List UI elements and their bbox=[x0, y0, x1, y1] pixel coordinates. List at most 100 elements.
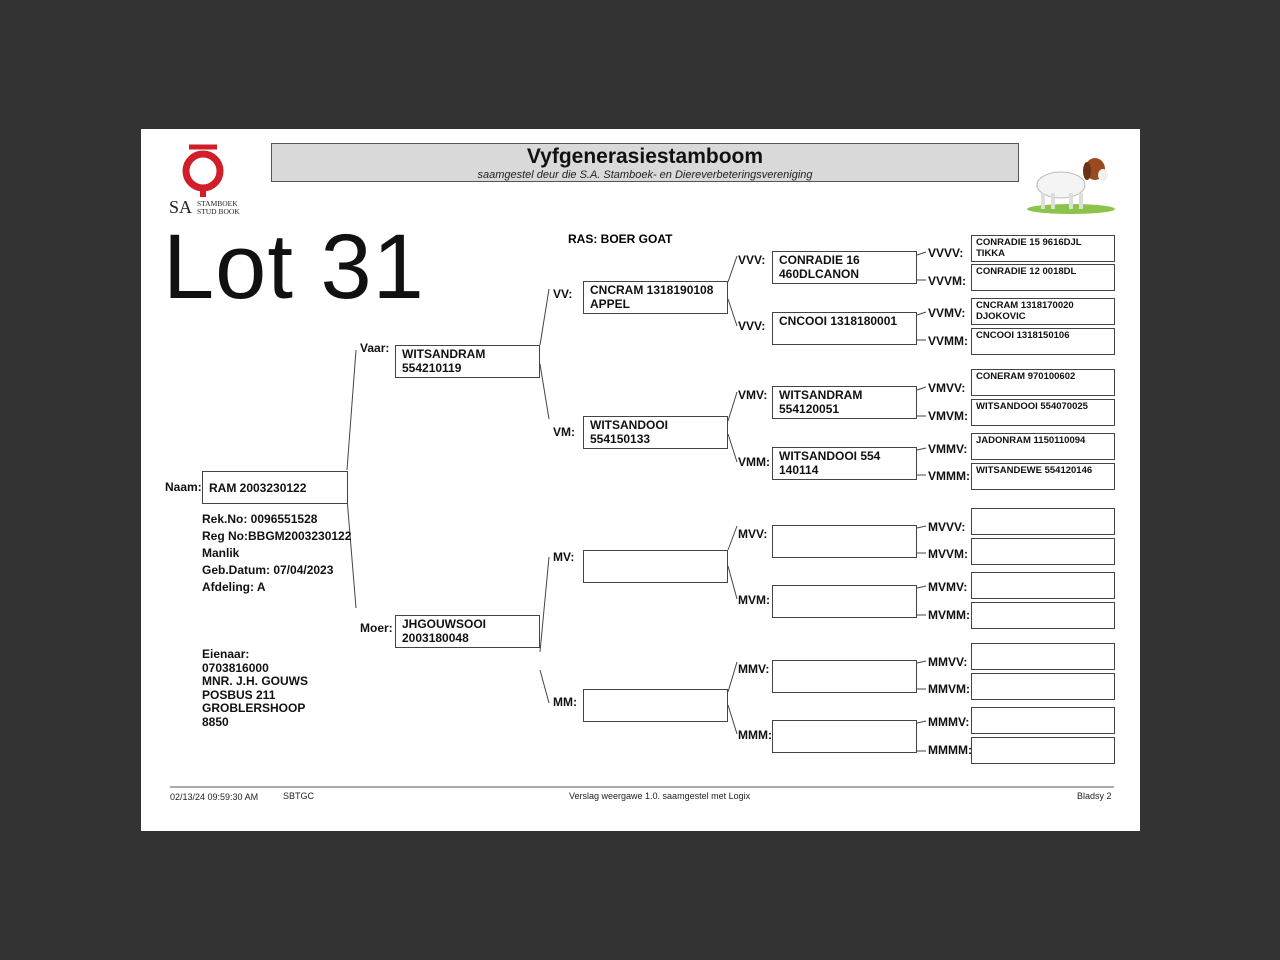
boer-goat-image bbox=[1027, 158, 1115, 214]
mm-label: MM: bbox=[553, 695, 577, 709]
vv-name-line2: APPEL bbox=[590, 297, 631, 311]
mmv-box bbox=[772, 660, 917, 693]
mm-box bbox=[583, 689, 728, 722]
owner-postcode: 8850 bbox=[202, 714, 229, 729]
footer-org: SBTGC bbox=[283, 791, 315, 801]
vvmv-name-line2: DJOKOVIC bbox=[976, 311, 1026, 322]
vmmv-name-line1: JADONRAM 1150110094 bbox=[976, 435, 1086, 446]
vmmm-name-line1: WITSANDEWE 554120146 bbox=[976, 465, 1093, 476]
mvvm-label: MVVM: bbox=[928, 547, 968, 561]
vmvm-name-line1: WITSANDOOI 554070025 bbox=[976, 401, 1088, 412]
mmmv-box bbox=[971, 707, 1115, 734]
sire-name-line1: WITSANDRAM bbox=[402, 347, 486, 361]
vmv-label: VMV: bbox=[738, 388, 768, 402]
owner-address-line1: POSBUS 211 bbox=[202, 687, 276, 702]
vmvv-box: CONERAM 970100602 bbox=[971, 369, 1115, 396]
registration-account-no: Rek.No: 0096551528 bbox=[202, 512, 318, 526]
vvmv-name-line1: CNCRAM 1318170020 bbox=[976, 300, 1074, 311]
vmmm-box: WITSANDEWE 554120146 bbox=[971, 463, 1115, 490]
mvv-box bbox=[772, 525, 917, 558]
mvm-label: MVM: bbox=[738, 593, 770, 607]
vvmm-name-line1: CNCOOI 1318150106 bbox=[976, 330, 1070, 341]
logo-subtext-1: STAMBOEK bbox=[197, 199, 238, 208]
vvvv-name-line1: CONRADIE 15 9616DJL TIKKA bbox=[976, 237, 1082, 259]
pedigree-document: SA STAMBOEK STUD BOOK Vyfgenerasiestambo… bbox=[141, 129, 1140, 831]
vvm-name-line1: CNCOOI 1318180001 bbox=[779, 314, 898, 328]
vmv-name-line1: WITSANDRAM bbox=[779, 388, 863, 402]
logo-text: SA bbox=[169, 197, 193, 217]
mmvv-label: MMVV: bbox=[928, 655, 968, 669]
vm-label: VM: bbox=[553, 425, 575, 439]
vmv-box: WITSANDRAM 554120051 bbox=[772, 386, 917, 419]
mmv-label: MMV: bbox=[738, 662, 770, 676]
moer-label: Moer: bbox=[360, 621, 393, 635]
vvmv-label: VVMV: bbox=[928, 306, 966, 320]
owner-phone: 0703816000 bbox=[202, 660, 269, 675]
mvvv-box bbox=[971, 508, 1115, 535]
dam-box: JHGOUWSOOI 2003180048 bbox=[395, 615, 540, 648]
vvvm-label: VVVM: bbox=[928, 274, 967, 288]
mmmm-box bbox=[971, 737, 1115, 764]
vmm-label: VMM: bbox=[738, 455, 770, 469]
vm-box: WITSANDOOI 554150133 bbox=[583, 416, 728, 449]
mmvm-label: MMVM: bbox=[928, 682, 970, 696]
naam-label: Naam: bbox=[165, 480, 202, 494]
vvvv-label: VVVV: bbox=[928, 246, 964, 260]
vmvv-name-line1: CONERAM 970100602 bbox=[976, 371, 1076, 382]
page-title: Vyfgenerasiestamboom bbox=[526, 145, 764, 168]
vmv-name-line2: 554120051 bbox=[779, 402, 840, 416]
mv-label: MV: bbox=[553, 550, 575, 564]
pedigree-connector-lines bbox=[170, 251, 1114, 788]
vvvm-box: CONRADIE 12 0018DL bbox=[971, 264, 1115, 291]
vvmm-label: VVMM: bbox=[928, 334, 968, 348]
animal-details: Rek.No: 0096551528 Reg No:BBGM2003230122… bbox=[202, 511, 351, 596]
sire-name-line2: 554210119 bbox=[402, 361, 462, 375]
title-banner: Vyfgenerasiestamboom saamgestel deur die… bbox=[271, 143, 1019, 182]
dam-name-line2: 2003180048 bbox=[402, 631, 469, 645]
vvm-label: VVV: bbox=[738, 319, 766, 333]
birth-date: Geb.Datum: 07/04/2023 bbox=[202, 563, 334, 577]
vmm-name-line1: WITSANDOOI 554 bbox=[779, 449, 881, 463]
vmvv-label: VMVV: bbox=[928, 381, 966, 395]
footer-page-number: Bladsy 2 bbox=[1077, 791, 1112, 801]
mmm-label: MMM: bbox=[738, 728, 772, 742]
mmmm-label: MMMM: bbox=[928, 743, 972, 757]
logo-symbol-icon bbox=[182, 144, 224, 197]
animal-name-box: RAM 2003230122 bbox=[202, 471, 348, 504]
vvv-name-line1: CONRADIE 16 bbox=[779, 253, 860, 267]
mvvm-box bbox=[971, 538, 1115, 565]
page-subtitle: saamgestel deur die S.A. Stamboek- en Di… bbox=[477, 169, 813, 181]
vmvm-box: WITSANDOOI 554070025 bbox=[971, 399, 1115, 426]
vvv-label: VVV: bbox=[738, 253, 766, 267]
vm-name-line1: WITSANDOOI bbox=[590, 418, 668, 432]
mmmv-label: MMMV: bbox=[928, 715, 970, 729]
division: Afdeling: A bbox=[202, 580, 266, 594]
mvvv-label: MVVV: bbox=[928, 520, 966, 534]
footer-timestamp: 02/13/24 09:59:30 AM bbox=[170, 792, 259, 802]
vvv-box: CONRADIE 16 460DLCANON bbox=[772, 251, 917, 284]
sire-box: WITSANDRAM 554210119 bbox=[395, 345, 540, 378]
owner-address-line2: GROBLERSHOOP bbox=[202, 701, 306, 715]
vv-label: VV: bbox=[553, 287, 573, 301]
mmvm-box bbox=[971, 673, 1115, 700]
footer-report: Verslag weergawe 1.0. saamgestel met Log… bbox=[569, 791, 751, 801]
logo-subtext-2: STUD BOOK bbox=[197, 207, 240, 216]
registration-no: Reg No:BBGM2003230122 bbox=[202, 529, 352, 543]
owner-name: MNR. J.H. GOUWS bbox=[202, 674, 309, 688]
mmm-box bbox=[772, 720, 917, 753]
vvv-name-line2: 460DLCANON bbox=[779, 267, 860, 281]
sex: Manlik bbox=[202, 546, 240, 560]
breed-label: RAS: BOER GOAT bbox=[568, 232, 673, 246]
lot-number: Lot 31 bbox=[163, 216, 425, 318]
vvvm-name-line1: CONRADIE 12 0018DL bbox=[976, 266, 1077, 277]
mvv-label: MVV: bbox=[738, 527, 768, 541]
vv-box: CNCRAM 1318190108 APPEL bbox=[583, 281, 728, 314]
vvvv-box: CONRADIE 15 9616DJL TIKKA bbox=[971, 235, 1115, 262]
animal-name: RAM 2003230122 bbox=[209, 481, 307, 495]
mv-box bbox=[583, 550, 728, 583]
owner-block: Eienaar: 0703816000 MNR. J.H. GOUWS POSB… bbox=[202, 647, 309, 729]
vmmv-box: JADONRAM 1150110094 bbox=[971, 433, 1115, 460]
vvm-box: CNCOOI 1318180001 bbox=[772, 312, 917, 345]
mvmv-label: MVMV: bbox=[928, 580, 968, 594]
